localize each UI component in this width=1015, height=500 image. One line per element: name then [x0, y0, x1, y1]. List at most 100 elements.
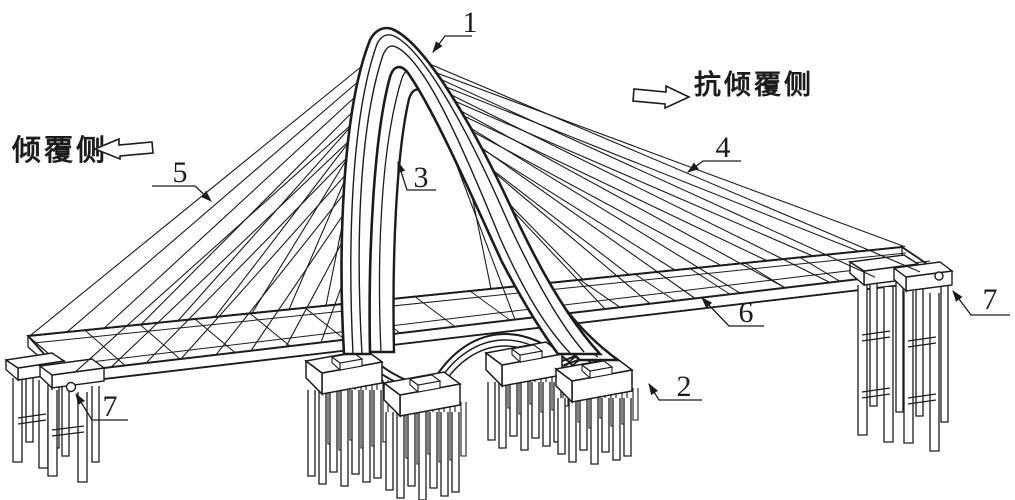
callout-3-number: 3 [414, 161, 429, 194]
pile [498, 382, 507, 449]
pier-column [915, 284, 924, 417]
pile-cap-group [554, 357, 639, 465]
pier-column [12, 378, 23, 463]
pier-cap-beam-top-face [892, 261, 954, 278]
stay-cable [427, 101, 741, 294]
pile [487, 382, 496, 441]
deck-far-edge [27, 246, 903, 337]
pile [612, 398, 621, 461]
arch-front-rib-line2 [358, 45, 571, 355]
stay-cable [75, 89, 391, 372]
pier-brace [907, 342, 937, 348]
approach-piers [4, 254, 954, 483]
stay-cable [177, 115, 361, 322]
pile [531, 382, 540, 439]
right-block-arrow-icon [632, 84, 691, 110]
pier-group [848, 254, 920, 443]
pier-column [940, 286, 949, 423]
pile-cap-group [382, 371, 467, 500]
deck-transverse-line [194, 318, 236, 353]
pile [623, 398, 632, 457]
leader-line [397, 160, 436, 191]
callout-4-number: 4 [716, 131, 731, 164]
callout-7-right: 7 [952, 283, 1010, 316]
deck-transverse-line [579, 279, 621, 308]
arch-front-rib [340, 26, 603, 356]
deck-transverse-line [139, 324, 181, 360]
callout-7-right-number: 7 [983, 283, 998, 316]
leader-line [648, 383, 702, 401]
pile [579, 398, 588, 451]
arch-pylon [340, 26, 622, 362]
pier-column [895, 280, 904, 413]
stay-cable [405, 53, 921, 273]
pile-cap-plinth-top-face [510, 344, 544, 356]
pier-cap-beam-top-face [4, 352, 66, 369]
stay-cable [416, 77, 831, 283]
pile [385, 412, 394, 491]
anti-overturning-side-text: 抗倾覆侧 [694, 69, 814, 100]
pile [362, 390, 371, 483]
pile [307, 390, 316, 477]
pile [418, 412, 427, 500]
pile-cap-group [304, 349, 389, 487]
stay-cable [423, 77, 860, 252]
pier-column [47, 390, 58, 477]
callout-1-number: 1 [463, 6, 478, 39]
overturning-side-text: 倾覆侧 [11, 134, 108, 167]
stay-cable [439, 113, 722, 266]
pile [373, 390, 382, 479]
deck-near-edge [69, 269, 937, 373]
pier-column [857, 285, 868, 436]
callout-6: 6 [701, 296, 764, 329]
pier-brace [51, 425, 85, 431]
pier-column [869, 278, 878, 407]
leader-line [687, 160, 741, 173]
pier-brace [907, 336, 937, 342]
pier-brace [51, 431, 85, 437]
deck-bottom-edge [69, 280, 937, 384]
deck-transverse-line [689, 268, 731, 295]
pier-column [883, 287, 894, 443]
stay-cable [66, 75, 366, 333]
pile [460, 402, 467, 457]
pier-brace [861, 330, 891, 336]
side-label-anti-overturning: 抗倾覆侧 [632, 69, 814, 110]
stay-cable [214, 129, 359, 318]
pier-column [25, 372, 34, 443]
pile [329, 390, 338, 473]
stay-cable [428, 89, 814, 257]
pile [407, 412, 416, 487]
pier-brace [861, 336, 891, 342]
pier-column [929, 293, 940, 452]
callout-3: 3 [397, 160, 436, 194]
stay-cable [454, 161, 516, 320]
pile [542, 382, 551, 447]
stay-cable [251, 142, 358, 314]
pile [396, 412, 405, 499]
callouts: 1 3 5 4 6 2 7 7 倾覆侧 [11, 6, 1010, 423]
pile [351, 390, 360, 475]
side-label-overturning: 倾覆侧 [11, 134, 154, 167]
pile [601, 398, 610, 453]
pier-brace [907, 399, 937, 405]
pile [557, 398, 566, 455]
stay-cable [434, 101, 768, 262]
pier-column [903, 291, 914, 444]
stay-cable [417, 65, 906, 248]
leader-line [432, 35, 472, 53]
pile [451, 412, 460, 493]
pier-column [77, 392, 88, 483]
leader-line [701, 297, 764, 327]
callout-2-number: 2 [677, 370, 692, 403]
stay-cable [110, 103, 389, 368]
pile [340, 390, 349, 487]
stay-cable [422, 89, 786, 289]
pile [440, 412, 449, 497]
deck-far-inner-line [33, 252, 907, 344]
pier-column [61, 384, 70, 457]
pier-cap-beam-top-face [38, 358, 106, 376]
deck-near-inner-line [65, 260, 931, 366]
callout-7-left: 7 [75, 390, 128, 423]
pile [318, 390, 327, 485]
